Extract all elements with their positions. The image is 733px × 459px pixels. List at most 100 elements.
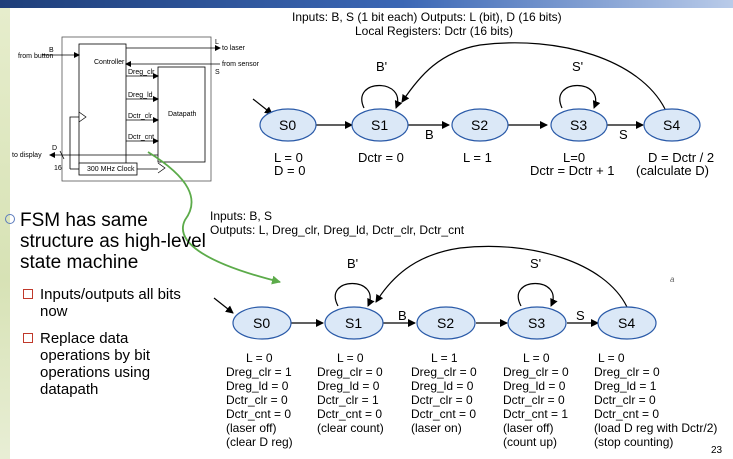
bottom-s0-action-line: Dreg_clr = 1: [226, 365, 292, 379]
pin-b: B: [49, 47, 54, 54]
top-s2-action-1: L = 1: [463, 150, 492, 165]
bottom-s3-action-line: Dreg_clr = 0: [503, 365, 569, 379]
top-s4-label: S4: [663, 117, 681, 133]
controller-box: [78, 43, 127, 165]
top-s2-label: S2: [471, 117, 489, 133]
top-s0-action-2: D = 0: [274, 163, 306, 178]
top-state-s3: [550, 108, 608, 142]
bottom-s3-label: S3: [528, 315, 546, 331]
top-state-s1: [351, 108, 409, 142]
pin-l: L: [215, 39, 219, 46]
bottom-s0-action-line: Dreg_ld = 0: [226, 379, 289, 393]
bottom-s2-action-line: Dctr_clr = 0: [411, 393, 473, 407]
bottom-s4-action-line: L = 0: [598, 351, 625, 365]
to-laser-label: to laser: [222, 45, 245, 52]
bottom-fsm-header-2: Outputs: L, Dreg_clr, Dreg_ld, Dctr_clr,…: [210, 223, 465, 237]
bottom-transition-b: B: [398, 308, 407, 323]
to-display-label: to display: [12, 152, 42, 159]
top-s3-label: S3: [570, 117, 588, 133]
bottom-s2-action-line: (laser on): [411, 421, 462, 435]
signal-dreg-ld: Dreg_ld: [128, 92, 153, 99]
slide-top-bar: [0, 0, 733, 8]
block-diagram: [42, 36, 221, 182]
top-s3-action-2: Dctr = Dctr + 1: [530, 163, 615, 178]
top-transition-s: S: [619, 127, 628, 142]
bottom-s0-action-line: L = 0: [246, 351, 273, 365]
top-self-loop-b: B': [376, 59, 388, 74]
green-connector-arrow: [147, 151, 281, 285]
bottom-s1-action-line: Dreg_ld = 0: [317, 379, 380, 393]
top-fsm-header-1: Inputs: B, S (1 bit each) Outputs: L (bi…: [292, 10, 562, 24]
bottom-s2-action-line: Dreg_ld = 0: [411, 379, 474, 393]
bottom-s1-label: S1: [345, 315, 363, 331]
datapath-label: Datapath: [168, 111, 197, 118]
main-bullet-text: FSM has same structure as high-level sta…: [20, 210, 206, 273]
bottom-fsm-diagram: [213, 245, 657, 340]
sub-bullet-2-text: Replace data operations by bit operation…: [40, 330, 151, 398]
bottom-s0-label: S0: [253, 315, 271, 331]
top-transition-b: B: [425, 127, 434, 142]
square-bullet-icon: [23, 333, 33, 343]
top-fsm-diagram: [252, 42, 701, 142]
bottom-transition-s: S: [576, 308, 585, 323]
bottom-s0-action-line: Dctr_cnt = 0: [226, 407, 292, 421]
clock-label: 300 MHz Clock: [87, 166, 135, 173]
bottom-self-loop-b: B': [347, 256, 359, 271]
bottom-s4-action-line: Dctr_clr = 0: [594, 393, 656, 407]
bottom-s4-action-line: Dreg_ld = 1: [594, 379, 657, 393]
signal-dctr-cnt: Dctr_cnt: [128, 134, 155, 141]
top-s0-action-1: L = 0: [274, 150, 303, 165]
bottom-s0-action-line: Dctr_clr = 0: [226, 393, 288, 407]
bottom-s3-action-line: L = 0: [523, 351, 550, 365]
top-state-s0: [259, 108, 317, 142]
datapath-box: [157, 66, 206, 163]
square-bullet-icon: [23, 289, 33, 299]
bottom-s2-action-line: Dctr_cnt = 0: [411, 407, 477, 421]
sub-bullet-1: Inputs/outputs all bits now: [23, 286, 200, 320]
from-sensor-label: from sensor: [222, 61, 259, 68]
top-fsm-header-2: Local Registers: Dctr (16 bits): [355, 24, 514, 38]
bottom-s2-action-line: L = 1: [431, 351, 458, 365]
pin-d: D: [52, 145, 58, 152]
bottom-fsm-header-1: Inputs: B, S: [210, 209, 273, 223]
signal-dctr-clr: Dctr_clr: [128, 113, 153, 120]
bottom-s4-label: S4: [618, 315, 636, 331]
bottom-s1-action-line: Dctr_clr = 1: [317, 393, 379, 407]
bottom-s4-action-line: (stop counting): [594, 435, 674, 449]
bottom-s3-action-line: (laser off): [503, 421, 554, 435]
bottom-s1-action-line: (clear count): [317, 421, 384, 435]
bottom-s3-action-line: Dreg_ld = 0: [503, 379, 566, 393]
bottom-s4-action-line: Dctr_cnt = 0: [594, 407, 660, 421]
bottom-state-s1: [324, 306, 384, 340]
top-s1-label: S1: [371, 117, 389, 133]
bottom-state-s2: [416, 306, 476, 340]
signal-dreg-clr: Dreg_clr: [128, 69, 155, 76]
bus-width-label: 16: [54, 165, 62, 172]
slide-left-bar: [0, 8, 10, 459]
bottom-state-s0: [232, 306, 292, 340]
bottom-s4-action-line: (load D reg with Dctr/2): [594, 421, 718, 435]
bottom-state-s4: [597, 306, 657, 340]
bottom-self-loop-s: S': [530, 256, 542, 271]
bottom-state-s3: [507, 306, 567, 340]
bottom-s3-action-line: Dctr_clr = 0: [503, 393, 565, 407]
page-number: 23: [711, 445, 723, 456]
top-s0-label: S0: [279, 117, 297, 133]
top-s4-action-1: D = Dctr / 2: [648, 150, 715, 165]
pin-s: S: [215, 69, 220, 76]
top-state-s2: [451, 108, 509, 142]
sub-bullet-1-text: Inputs/outputs all bits now: [40, 286, 181, 320]
bottom-s3-action-line: Dctr_cnt = 1: [503, 407, 569, 421]
bottom-s0-action-line: (clear D reg): [226, 435, 293, 449]
top-s4-action-2: (calculate D): [636, 163, 709, 178]
bottom-s1-action-line: Dctr_cnt = 0: [317, 407, 383, 421]
stray-mark: a: [670, 275, 675, 284]
from-button-label: from button: [18, 53, 54, 60]
main-bullet: FSM has same structure as high-level sta…: [5, 210, 215, 273]
